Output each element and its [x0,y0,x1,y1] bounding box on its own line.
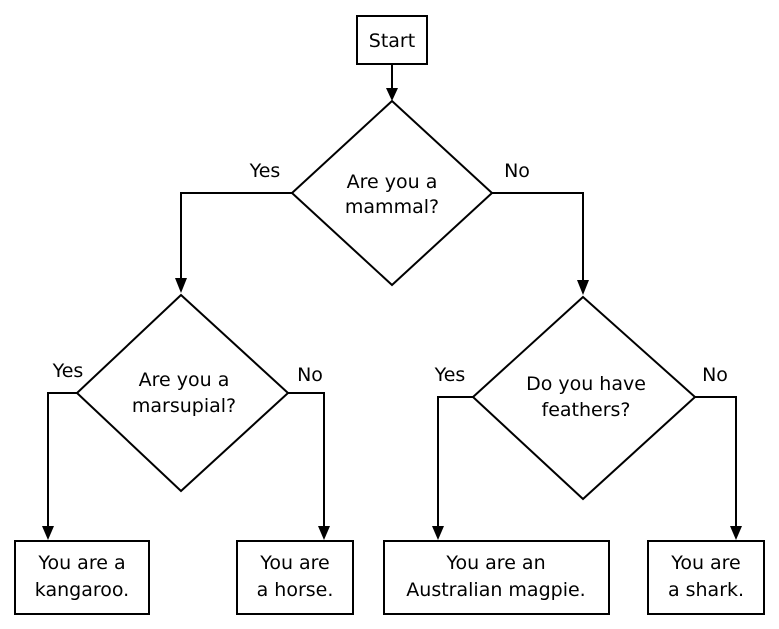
edge-labels: Yes No Yes No Yes No [52,160,728,386]
arrowhead [318,526,330,540]
arrowhead [730,526,742,540]
edge-label-no: No [702,364,728,386]
result-line: You are [259,552,330,574]
question-line: feathers? [542,399,631,421]
result-line: You are a [37,552,125,574]
arrowhead [42,526,54,540]
result-line: Australian magpie. [406,579,585,601]
edge-label-yes: Yes [249,160,281,182]
result-box [236,540,354,615]
start-box [356,15,428,65]
connector-mammal-yes [180,192,292,278]
connector-feathers-yes [437,396,473,526]
edge-label-no: No [297,364,323,386]
result-box [14,540,150,615]
result-magpie: You are an Australian magpie. [383,540,610,615]
decision-feathers: Do you have feathers? [471,295,697,501]
result-box [647,540,765,615]
arrowhead [386,88,398,101]
question-line: Do you have [526,373,646,395]
decision-diamond [290,99,494,287]
result-box [383,540,610,615]
connector-feathers-no [695,396,737,526]
question-line: marsupial? [132,395,236,417]
result-line: kangaroo. [35,579,129,601]
decision-mammal: Are you a mammal? [290,99,494,287]
start-label: Start [369,30,415,52]
result-line: a horse. [257,579,334,601]
edge-label-yes: Yes [52,360,84,382]
result-line: You are [670,552,741,574]
decision-diamond [75,293,290,493]
connector-marsupial-yes [47,392,77,526]
start-node: Start [356,15,428,65]
decision-diamond [471,295,697,501]
edge-label-no: No [504,160,530,182]
connector-marsupial-no [288,392,325,526]
arrowhead [175,278,187,293]
question-line: Are you a [347,171,438,193]
connectors [42,64,742,540]
result-horse: You are a horse. [236,540,354,615]
result-line: a shark. [668,579,744,601]
connector-mammal-no [492,192,584,280]
edge-label-yes: Yes [434,364,466,386]
question-line: Are you a [139,369,230,391]
result-line: You are an [445,552,545,574]
result-kangaroo: You are a kangaroo. [14,540,150,615]
arrowhead [432,526,444,540]
decision-marsupial: Are you a marsupial? [75,293,290,493]
question-line: mammal? [345,196,439,218]
arrowhead [577,280,589,295]
result-shark: You are a shark. [647,540,765,615]
